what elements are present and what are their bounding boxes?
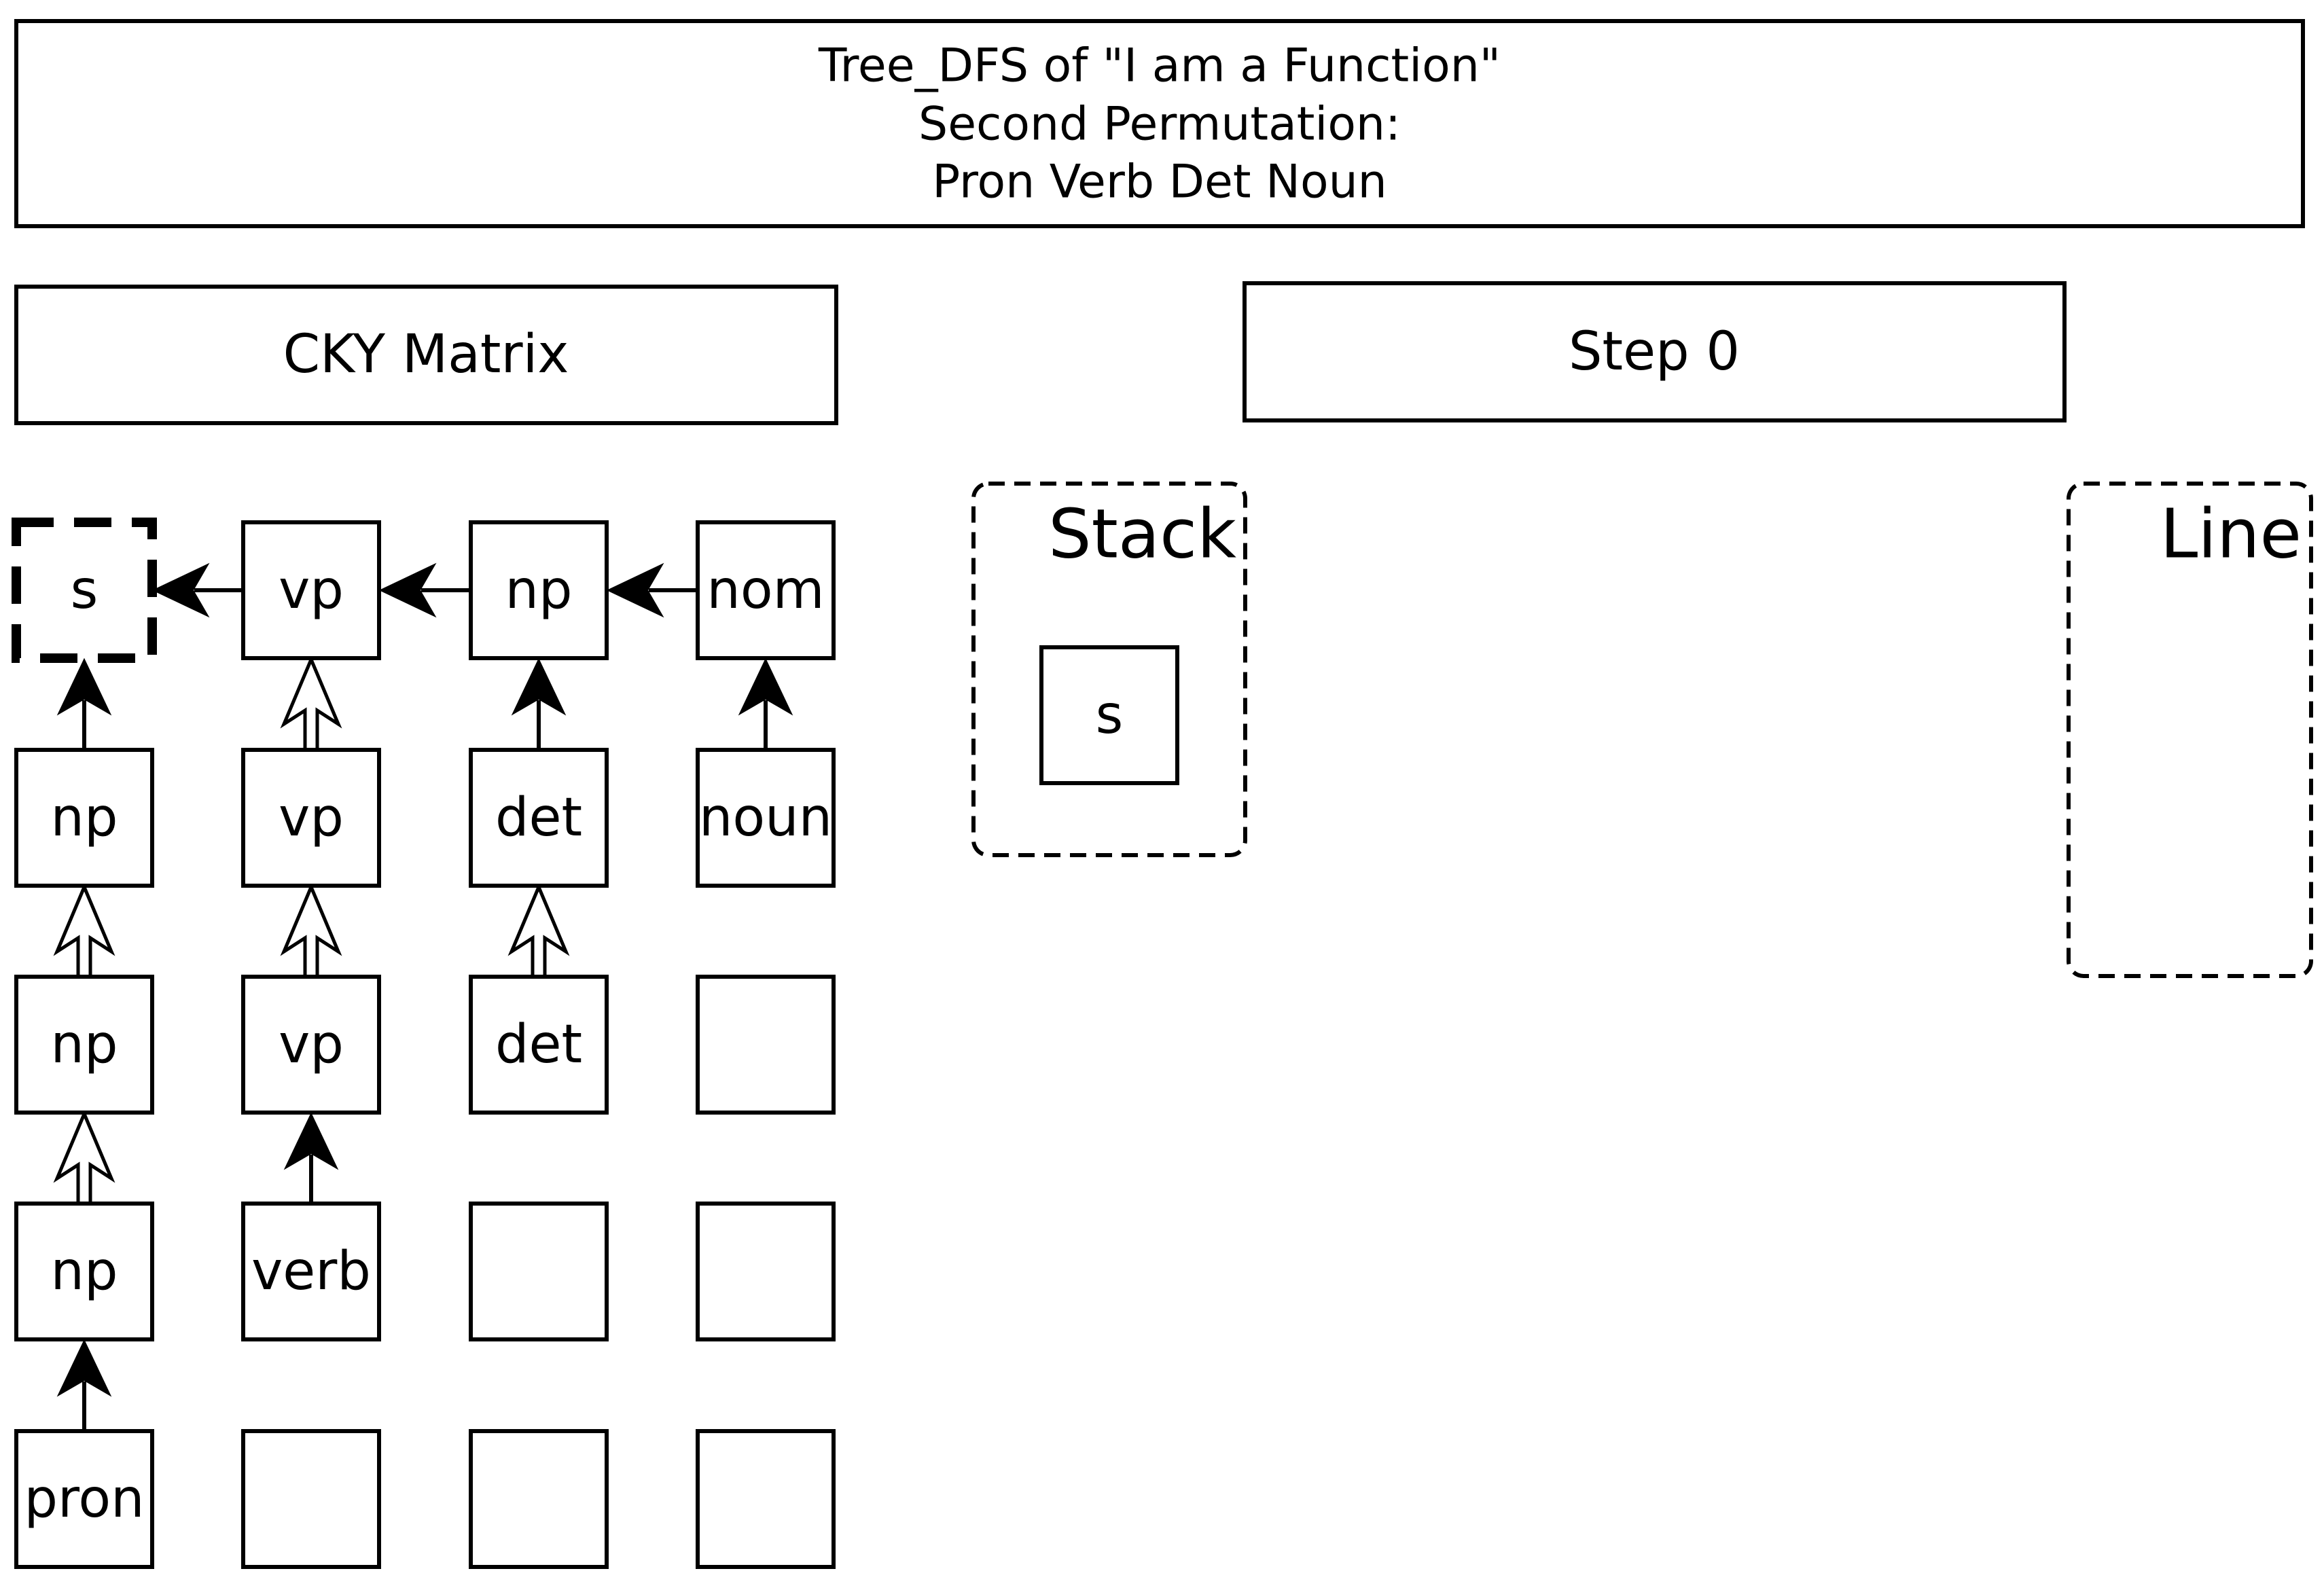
matrix-cell-label: det [495,787,582,848]
step-panel: Step 0 [1243,281,2067,422]
matrix-cell-label: det [495,1014,582,1075]
matrix-cell-box [14,1429,154,1569]
matrix-arrow-11-solid [283,1112,339,1204]
matrix-cell-r3-c2 [469,1202,609,1341]
matrix-cell-box [469,975,609,1115]
matrix-cell-r4-c0: pron [14,1429,154,1569]
matrix-cell-box [469,520,609,660]
matrix-arrow-3-solid [56,657,112,750]
matrix-cell-r0-c2: np [469,520,609,660]
stack-item-label: s [1096,685,1124,746]
matrix-label-box [14,285,838,425]
matrix-cells: s vp np nom np vp det noun np vp det np verb pron [12,518,836,1569]
matrix-cell-box [241,1202,381,1341]
matrix-cell-r1-c3: noun [696,748,836,888]
matrix-cell-r4-c1 [241,1429,381,1569]
matrix-cell-r2-c0: np [14,975,154,1115]
stack-frame [971,482,1247,857]
matrix-label-panel: CKY Matrix [14,285,838,425]
matrix-arrow-7-hollow [53,882,115,979]
matrix-arrow-10-hollow [53,1109,115,1206]
matrix-cell-box [469,748,609,888]
matrix-arrow-12-solid [56,1339,112,1431]
line-panel: Line [2067,482,2313,978]
matrix-arrow-9-hollow [507,882,570,979]
matrix-cell-r1-c2: det [469,748,609,888]
matrix-cell-label: np [505,560,573,621]
matrix-cell-label: verb [251,1241,371,1302]
title-box [14,19,2305,228]
matrix-cell-r3-c0: np [14,1202,154,1341]
matrix-cell-r4-c2 [469,1429,609,1569]
matrix-cell-label: s [71,560,99,621]
matrix-cell-box [241,1429,381,1569]
matrix-cell-box [12,518,157,663]
matrix-cell-r4-c3 [696,1429,836,1569]
title-panel: Tree_DFS of "I am a Function" Second Per… [14,19,2305,228]
step-box [1243,281,2067,422]
matrix-cell-r0-c1: vp [241,520,381,660]
matrix-arrows [53,562,793,1431]
matrix-cell-r2-c1: vp [241,975,381,1115]
matrix-label: CKY Matrix [283,324,569,385]
matrix-cell-r3-c1: verb [241,1202,381,1341]
matrix-cell-r0-c3: nom [696,520,836,660]
matrix-cell-label: noun [699,787,832,848]
matrix-cell-label: pron [24,1468,144,1530]
matrix-cell-box [696,1202,836,1341]
matrix-cell-label: np [51,1014,118,1075]
line-frame [2067,482,2313,978]
matrix-cell-r0-c0: s [12,518,157,663]
matrix-cell-label: nom [707,560,824,621]
stack-label: Stack [1048,494,1236,574]
matrix-arrow-1-solid [378,562,471,618]
matrix-cell-box [469,1202,609,1341]
matrix-arrow-8-hollow [280,882,342,979]
matrix-cell-box [241,748,381,888]
stack-panel: Stack s [971,482,1247,857]
matrix-cell-box [696,748,836,888]
line-label: Line [2160,494,2302,574]
matrix-cell-label: vp [279,560,344,621]
matrix-cell-box [696,520,836,660]
matrix-cell-label: vp [279,1014,344,1075]
matrix-cell-r3-c3 [696,1202,836,1341]
matrix-cell-box [14,1202,154,1341]
title-line-1: Tree_DFS of "I am a Function" [818,39,1501,93]
stack-item: s [1039,645,1179,785]
matrix-arrow-0-solid [151,562,243,618]
matrix-cell-box [696,975,836,1115]
matrix-cell-r2-c3 [696,975,836,1115]
matrix-cell-box [469,1429,609,1569]
matrix-arrow-5-solid [511,657,567,750]
matrix-cell-box [241,520,381,660]
stack-item-box [1039,645,1179,785]
matrix-arrow-4-hollow [280,655,342,752]
matrix-cell-box [14,975,154,1115]
matrix-arrow-6-solid [738,657,793,750]
matrix-arrow-2-solid [606,562,698,618]
step-label: Step 0 [1569,321,1740,382]
title-line-3: Pron Verb Det Noun [932,156,1387,209]
matrix-cell-box [696,1429,836,1569]
stack-items: s [1039,645,1179,785]
matrix-cell-r2-c2: det [469,975,609,1115]
matrix-cell-box [14,748,154,888]
matrix-cell-r1-c0: np [14,748,154,888]
title-line-2: Second Permutation: [918,98,1401,151]
matrix-cell-box [241,975,381,1115]
matrix-cell-r1-c1: vp [241,748,381,888]
matrix-cell-label: np [51,787,118,848]
matrix-cell-label: np [51,1241,118,1302]
matrix-cell-label: vp [279,787,344,848]
